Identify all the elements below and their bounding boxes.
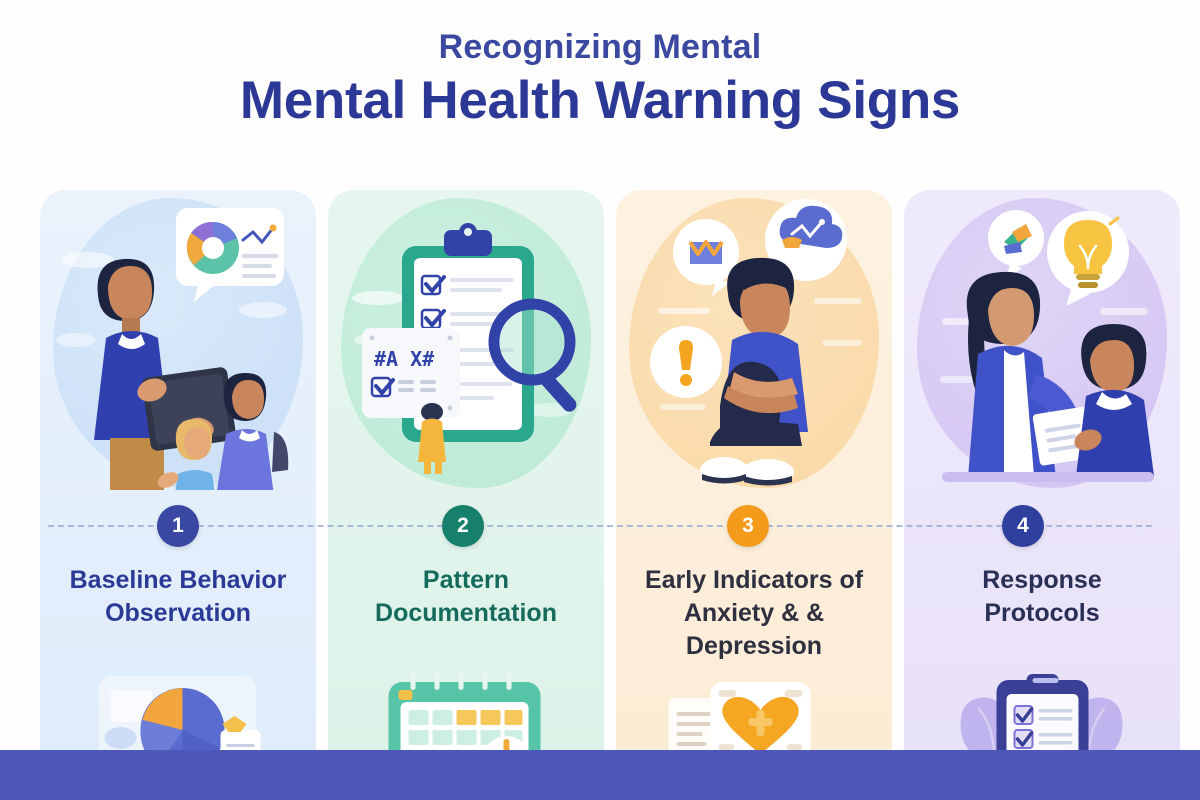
svg-text:#A X#: #A X# [374,347,434,371]
step-panel-3[interactable]: Early Indicators of Anxiety & & Depressi… [616,190,892,770]
illustration-svg-counselor-with-student [940,210,1154,482]
illustration-svg-clipboard-magnifier: #A X# [352,223,577,474]
step-panel-2[interactable]: #A X# Pattern [328,190,604,770]
header: Recognizing Mental Mental Health Warning… [0,0,1200,180]
step-panel-4[interactable]: Response Protocols [904,190,1180,770]
connector-dashed-line [48,525,1152,527]
step-label-2: Pattern Documentation [375,566,557,627]
illustration-svg-sad-child-thought-bubbles [650,199,862,486]
page-title: Mental Health Warning Signs [239,71,961,131]
illustration-pattern-documentation: #A X# [328,190,604,508]
illustration-response-protocols [904,190,1180,508]
bottom-icon-heart-with-cross-on-cards [668,682,811,770]
step-number-3[interactable]: 3 [727,505,769,547]
illustration-svg-adult-observing-children [56,208,289,490]
illustration-early-indicators [616,190,892,508]
step-label-4: Response Protocols [982,566,1102,627]
illustration-baseline-behavior-observation [40,190,316,508]
step-number-1[interactable]: 1 [157,505,199,547]
step-label-3: Early Indicators of Anxiety & & Depressi… [644,566,864,660]
step-number-2[interactable]: 2 [442,505,484,547]
step-number-4[interactable]: 4 [1002,505,1044,547]
header-eyebrow: Recognizing Mental [438,28,762,66]
bottom-icon-clipboard-with-checkmarks [960,674,1123,770]
footer-bar [0,750,1200,800]
step-panel-1[interactable]: Baseline Behavior Observation [40,190,316,770]
steps-container: Baseline Behavior Observation [40,190,1180,770]
step-label-1: Baseline Behavior Observation [69,566,287,627]
